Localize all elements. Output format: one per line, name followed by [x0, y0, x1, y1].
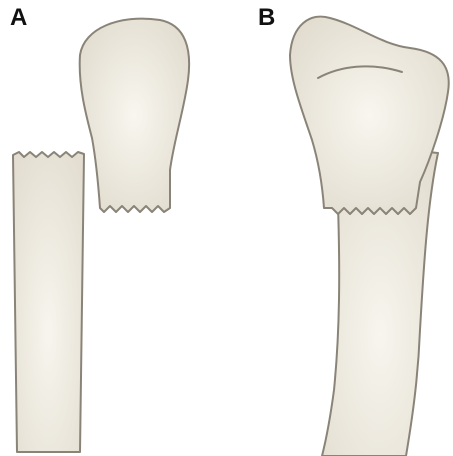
panel-a — [13, 19, 189, 452]
panel-b — [290, 17, 449, 456]
panel-a-epiphysis-fragment — [80, 19, 189, 212]
panel-a-shaft — [13, 152, 84, 452]
